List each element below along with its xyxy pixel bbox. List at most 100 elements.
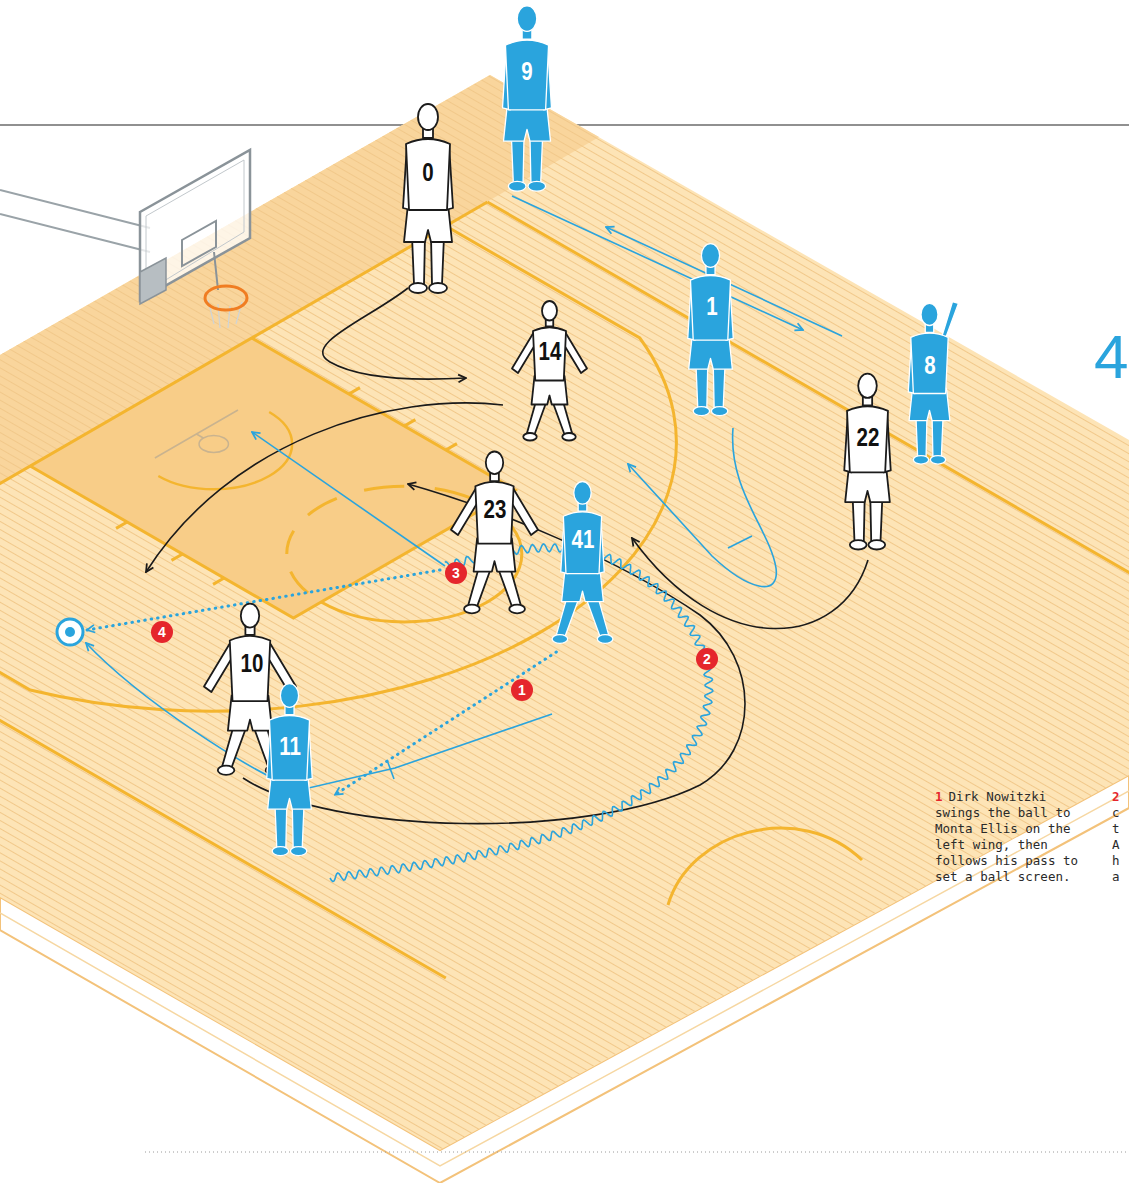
player-silhouette xyxy=(244,680,335,862)
basket xyxy=(0,190,150,252)
offense-path xyxy=(86,196,842,882)
basket xyxy=(205,286,247,310)
floor-stripes xyxy=(0,75,1129,1150)
bottom-rule xyxy=(145,1152,1129,1153)
player-shape xyxy=(562,433,576,441)
player-shape xyxy=(292,804,304,848)
jersey-number: 8 xyxy=(924,352,935,377)
center-circle xyxy=(668,828,862,905)
lane-line xyxy=(30,338,515,618)
player-shape xyxy=(275,804,287,848)
player-shape xyxy=(913,456,928,465)
step-number: 1 xyxy=(935,789,943,804)
player-figure: 8 xyxy=(887,300,972,470)
basket xyxy=(214,252,218,290)
player-shape xyxy=(530,135,543,182)
player-figure: 1 xyxy=(665,240,756,422)
player-shape xyxy=(418,104,438,130)
defender-path xyxy=(146,288,868,824)
jersey-number: 9 xyxy=(521,58,532,83)
player-shape xyxy=(280,684,298,708)
player-shape xyxy=(486,451,503,474)
board-shadow xyxy=(155,410,245,462)
player-shape xyxy=(218,766,235,775)
player-shape xyxy=(269,715,309,780)
player-shape xyxy=(711,407,727,416)
lane-hash xyxy=(116,388,457,585)
player-silhouette xyxy=(512,298,587,448)
three-point-line xyxy=(0,226,845,808)
cropped-text: A xyxy=(1112,837,1120,853)
cropped-text: t xyxy=(1112,821,1120,837)
caption-block: 1Dirk Nowitzki swings the ball to Monta … xyxy=(935,789,1093,885)
cropped-text: a xyxy=(1112,869,1120,885)
player-shape xyxy=(701,244,719,268)
player-shape xyxy=(528,181,546,191)
player-silhouette xyxy=(451,448,538,622)
basket xyxy=(140,258,166,304)
target-spot xyxy=(57,619,83,645)
player-shape xyxy=(597,635,613,644)
pass-connector xyxy=(335,652,556,795)
player-shape xyxy=(475,482,513,544)
player-figure: 11 xyxy=(244,680,335,862)
player-shape xyxy=(847,406,888,472)
player-shape xyxy=(930,456,945,465)
callout-number: 1 xyxy=(511,679,533,701)
player-shape xyxy=(508,181,526,191)
court-lines xyxy=(0,202,1129,978)
player-shape xyxy=(696,364,708,408)
player-shape xyxy=(868,540,885,549)
court-lines xyxy=(0,202,1129,978)
player-shape xyxy=(241,604,259,628)
player-silhouette xyxy=(665,240,756,422)
free-throw-dashes xyxy=(239,459,472,593)
floor xyxy=(0,75,1129,1150)
player-shape xyxy=(511,135,524,182)
player-figure: 23 xyxy=(451,448,538,622)
player-shape xyxy=(870,496,882,541)
offense-path xyxy=(728,536,752,548)
offense-path xyxy=(387,760,394,779)
offense-path xyxy=(86,643,552,790)
basket xyxy=(208,300,242,328)
player-silhouette xyxy=(478,2,576,198)
player-shape xyxy=(911,333,948,393)
jersey-number: 22 xyxy=(856,424,879,449)
step-text: Dirk Nowitzki swings the ball to Monta E… xyxy=(935,789,1078,884)
jersey-number: 14 xyxy=(538,338,561,363)
player-figure: 0 xyxy=(378,100,478,300)
player-shape xyxy=(272,847,288,856)
player-shape xyxy=(509,605,525,614)
cropped-text: 2 xyxy=(1112,789,1120,805)
player-shape xyxy=(431,236,444,284)
jersey-number: 11 xyxy=(279,733,301,758)
player-shape xyxy=(533,327,566,380)
jersey-number: 41 xyxy=(571,526,594,551)
player-shape xyxy=(429,283,447,293)
callout-number: 2 xyxy=(696,648,718,670)
player-shape xyxy=(690,275,730,340)
player-shape xyxy=(921,303,938,325)
offense-path xyxy=(330,548,709,878)
restricted-arc xyxy=(158,412,324,508)
offense-path xyxy=(512,196,803,330)
jersey-number: 23 xyxy=(483,496,506,521)
player-shape xyxy=(713,364,725,408)
player-figure: 41 xyxy=(539,478,626,652)
jersey-number: 1 xyxy=(707,293,718,318)
cropped-text: h xyxy=(1112,853,1120,869)
player-shape xyxy=(850,540,867,549)
defender-path xyxy=(323,288,466,379)
section-number: 4 xyxy=(1094,326,1128,388)
player-figure: 14 xyxy=(512,298,587,448)
player-shape xyxy=(552,635,568,644)
player-shape xyxy=(230,636,270,701)
player-figure: 22 xyxy=(821,370,914,556)
player-shape xyxy=(693,407,709,416)
target-spot xyxy=(57,619,83,645)
dribble-line xyxy=(330,544,713,882)
player-shape xyxy=(916,416,927,457)
player-shape xyxy=(409,283,427,293)
